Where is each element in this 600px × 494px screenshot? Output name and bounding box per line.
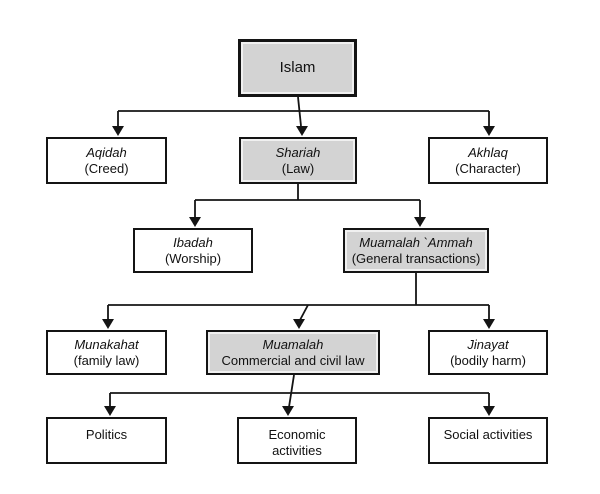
node-munakahat-term: Munakahat	[74, 336, 139, 352]
node-shariah-gloss: (Law)	[281, 160, 315, 176]
node-shariah: Shariah (Law)	[239, 137, 357, 184]
node-akhlaq: Akhlaq (Character)	[428, 137, 548, 184]
node-akhlaq-term: Akhlaq	[468, 144, 508, 160]
node-social-activities-label: Social activities	[443, 427, 533, 442]
node-muamalah-gloss: Commercial and civil law	[221, 352, 365, 368]
arrowheads	[102, 126, 495, 416]
node-muamalah-term: Muamalah	[262, 336, 324, 352]
node-ibadah-term: Ibadah	[173, 234, 213, 250]
node-munakahat: Munakahat (family law)	[46, 330, 167, 375]
node-muamalah: Muamalah Commercial and civil law	[206, 330, 380, 375]
node-shariah-term: Shariah	[275, 144, 321, 160]
node-politics-label: Politics	[85, 427, 128, 442]
node-islam-label: Islam	[279, 59, 316, 76]
node-ibadah: Ibadah (Worship)	[133, 228, 253, 273]
node-muamalah-ammah-term: Muamalah `Ammah	[359, 234, 473, 250]
node-economic-activities-label: Economic activities	[268, 427, 326, 458]
node-jinayat: Jinayat (bodily harm)	[428, 330, 548, 375]
node-economic-activities: Economic activities	[237, 417, 357, 464]
node-ibadah-gloss: (Worship)	[164, 250, 222, 266]
node-aqidah-gloss: (Creed)	[84, 160, 129, 176]
node-muamalah-ammah: Muamalah `Ammah (General transactions)	[343, 228, 489, 273]
node-politics: Politics	[46, 417, 167, 464]
node-jinayat-term: Jinayat	[467, 336, 509, 352]
node-social-activities: Social activities	[428, 417, 548, 464]
node-aqidah: Aqidah (Creed)	[46, 137, 167, 184]
node-muamalah-ammah-gloss: (General transactions)	[351, 250, 481, 266]
node-islam: Islam	[238, 39, 357, 97]
node-munakahat-gloss: (family law)	[73, 352, 140, 368]
node-jinayat-gloss: (bodily harm)	[450, 352, 526, 368]
node-akhlaq-gloss: (Character)	[455, 160, 521, 176]
node-aqidah-term: Aqidah	[86, 144, 127, 160]
